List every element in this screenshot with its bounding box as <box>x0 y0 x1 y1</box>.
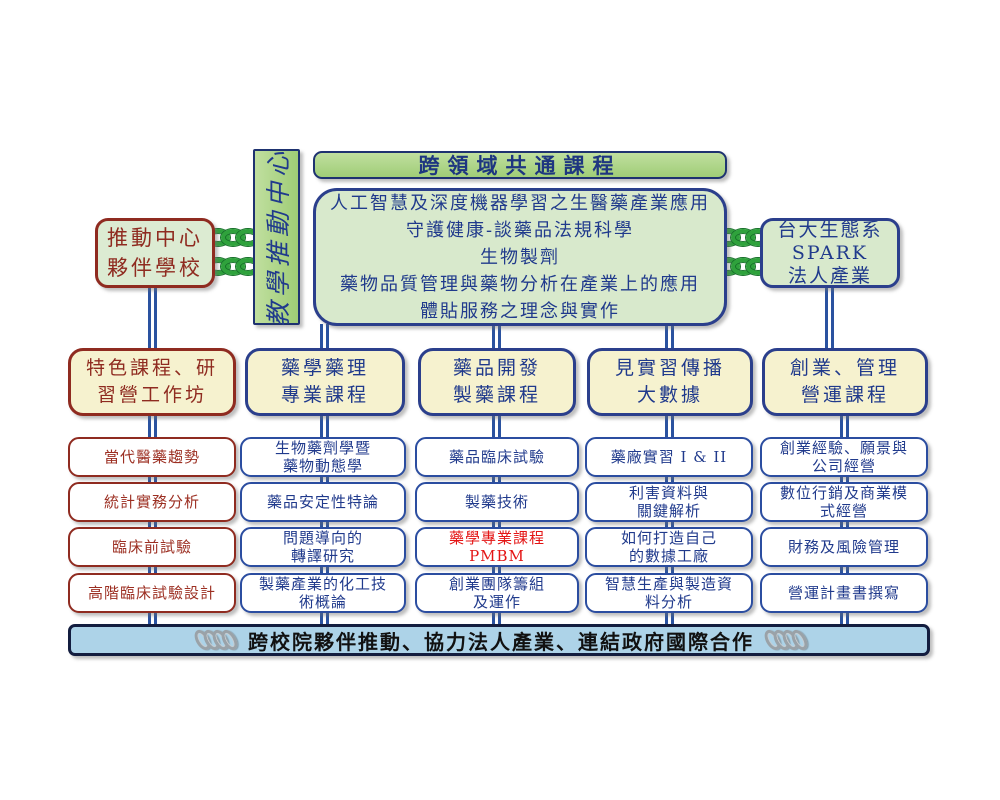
chain-link-icon <box>191 627 241 653</box>
course-box: 生物藥劑學暨 藥物動態學 <box>240 437 406 477</box>
connector-line <box>320 324 329 352</box>
course-box-pmbm: 藥學專業課程 PMBM <box>415 527 579 567</box>
course-box: 問題導向的 轉譯研究 <box>240 527 406 567</box>
chain-link-icon <box>716 229 770 246</box>
common-course-item: 藥物品質管理與藥物分析在產業上的應用 <box>340 273 700 295</box>
common-courses-box: 人工智慧及深度機器學習之生醫藥產業應用 守護健康-談藥品法規科學 生物製劑 藥物… <box>313 188 727 326</box>
course-box: 藥品臨床試驗 <box>415 437 579 477</box>
common-course-item: 人工智慧及深度機器學習之生醫藥產業應用 <box>330 192 710 214</box>
course-box: 製藥產業的化工技 術概論 <box>240 573 406 613</box>
partner-schools-box: 推動中心 夥伴學校 <box>95 218 215 288</box>
course-box: 智慧生產與製造資 料分析 <box>585 573 753 613</box>
bottom-banner: 跨校院夥伴推動、協力法人產業、連結政府國際合作 <box>68 624 930 656</box>
course-box: 當代醫藥趨勢 <box>68 437 236 477</box>
course-box: 利害資料與 關鍵解析 <box>585 482 753 522</box>
course-box: 創業經驗、願景與 公司經營 <box>760 437 928 477</box>
column-header-entrepreneurship: 創業、管理 營運課程 <box>762 348 928 416</box>
connector-line <box>825 286 834 352</box>
column-header-internship-bigdata: 見實習傳播 大數據 <box>587 348 753 416</box>
course-box: 如何打造自己 的數據工廠 <box>585 527 753 567</box>
course-box: 營運計畫書撰寫 <box>760 573 928 613</box>
bottom-banner-label: 跨校院夥伴推動、協力法人產業、連結政府國際合作 <box>248 629 754 654</box>
common-course-item: 守護健康-談藥品法規科學 <box>405 219 635 241</box>
course-box: 臨床前試驗 <box>68 527 236 567</box>
cross-domain-courses-title: 跨領域共通課程 <box>313 151 727 179</box>
course-box: 數位行銷及商業模 式經營 <box>760 482 928 522</box>
connector-line <box>665 324 674 352</box>
column-header-pharmacology: 藥學藥理 專業課程 <box>245 348 405 416</box>
column-header-drug-development: 藥品開發 製藥課程 <box>418 348 576 416</box>
course-box: 統計實務分析 <box>68 482 236 522</box>
common-course-item: 體貼服務之理念與實作 <box>420 300 620 322</box>
course-box: 高階臨床試驗設計 <box>68 573 236 613</box>
teaching-promotion-center-box: 教學推動中心 <box>253 146 300 328</box>
ntu-spark-box: 台大生態系 SPARK 法人產業 <box>760 218 900 288</box>
common-course-item: 生物製劑 <box>480 246 560 268</box>
course-box: 創業團隊籌組 及運作 <box>415 573 579 613</box>
chain-link-icon <box>761 627 811 653</box>
course-box: 財務及風險管理 <box>760 527 928 567</box>
connector-line <box>492 324 501 352</box>
teaching-promotion-center-label: 教學推動中心 <box>263 146 293 328</box>
connector-line <box>148 286 157 352</box>
column-header-special-courses: 特色課程、研 習營工作坊 <box>68 348 236 416</box>
course-box: 藥品安定性特論 <box>240 482 406 522</box>
course-box: 藥廠實習 I & II <box>585 437 753 477</box>
course-box: 製藥技術 <box>415 482 579 522</box>
